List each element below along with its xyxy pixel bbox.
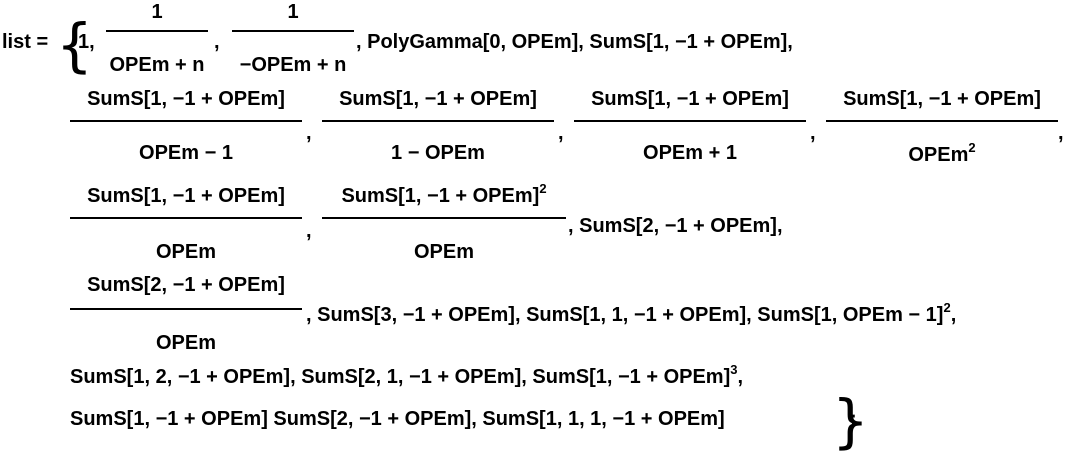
denominator-base: OPEm <box>908 144 969 166</box>
comma: , <box>558 122 564 144</box>
denominator: OPEm <box>155 241 217 263</box>
exponent: 2 <box>943 300 951 315</box>
row3-tail: , SumS[2, −1 + OPEm], <box>568 215 783 237</box>
comma: , <box>810 122 816 144</box>
numerator: SumS[1, −1 + OPEm] <box>591 88 789 110</box>
fraction-sums-over-opem: SumS[1, −1 + OPEm] OPEm <box>70 183 302 264</box>
numerator: 1 <box>287 1 299 23</box>
denominator: −OPEm + n <box>239 54 347 76</box>
fraction-sums-over-opem-plus-1: SumS[1, −1 + OPEm] OPEm + 1 <box>574 86 806 165</box>
row4-tail-main: , SumS[3, −1 + OPEm], SumS[1, 1, −1 + OP… <box>306 304 944 326</box>
fraction-bar <box>70 120 302 122</box>
denominator: OPEm + n <box>109 54 205 76</box>
fraction-sums-over-opem-minus-1: SumS[1, −1 + OPEm] OPEm − 1 <box>70 86 302 165</box>
denominator: OPEm + 1 <box>643 142 737 164</box>
fraction-bar <box>106 30 208 32</box>
row4-tail: , SumS[3, −1 + OPEm], SumS[1, 1, −1 + OP… <box>306 300 957 327</box>
denominator: OPEm − 1 <box>139 142 233 164</box>
fraction-sums-over-opem-squared: SumS[1, −1 + OPEm] OPEm2 <box>826 86 1058 167</box>
fraction-bar <box>232 30 354 32</box>
comma: , <box>950 304 957 326</box>
row1-tail: , PolyGamma[0, OPEm], SumS[1, −1 + OPEm]… <box>356 31 793 53</box>
row6: SumS[1, −1 + OPEm] SumS[2, −1 + OPEm], S… <box>70 408 725 430</box>
numerator: SumS[1, −1 + OPEm] <box>87 185 285 207</box>
denominator: OPEm2 <box>826 140 1058 167</box>
fraction-bar <box>322 217 566 219</box>
numerator: SumS[1, −1 + OPEm]2 <box>322 181 566 217</box>
numerator-base: SumS[1, −1 + OPEm] <box>341 185 540 207</box>
close-brace: } <box>832 387 869 455</box>
fraction-bar <box>322 120 554 122</box>
exponent: 3 <box>730 362 738 377</box>
exponent: 2 <box>539 181 547 196</box>
denominator: 1 − OPEm <box>391 142 485 164</box>
fraction-sums-squared-over-opem: SumS[1, −1 + OPEm]2 OPEm <box>322 181 566 264</box>
fraction-1-over-opem-plus-n: 1 OPEm + n <box>106 0 208 77</box>
numerator: SumS[1, −1 + OPEm] <box>843 88 1041 110</box>
fraction-1-over-neg-opem-plus-n: 1 −OPEm + n <box>232 0 354 77</box>
semicolon: ; <box>850 408 857 430</box>
fraction-sums-over-1-minus-opem: SumS[1, −1 + OPEm] 1 − OPEm <box>322 86 554 165</box>
open-brace: { <box>56 11 93 79</box>
comma: , <box>306 220 312 242</box>
numerator: SumS[1, −1 + OPEm] <box>339 88 537 110</box>
denominator: OPEm <box>413 241 475 263</box>
list-assignment: list = <box>2 31 49 53</box>
comma: , <box>1058 122 1064 144</box>
fraction-bar <box>70 308 302 310</box>
comma: , <box>214 31 220 53</box>
fraction-bar <box>826 120 1058 122</box>
numerator: SumS[2, −1 + OPEm] <box>87 274 285 296</box>
numerator: 1 <box>151 1 163 23</box>
row5-main: SumS[1, 2, −1 + OPEm], SumS[2, 1, −1 + O… <box>70 366 731 388</box>
element-one: 1, <box>78 31 95 53</box>
fraction-bar <box>70 217 302 219</box>
row5: SumS[1, 2, −1 + OPEm], SumS[2, 1, −1 + O… <box>70 362 744 389</box>
numerator: SumS[1, −1 + OPEm] <box>87 88 285 110</box>
exponent: 2 <box>968 140 976 155</box>
fraction-sums2-over-opem: SumS[2, −1 + OPEm] OPEm <box>70 272 302 355</box>
fraction-bar <box>574 120 806 122</box>
comma: , <box>306 122 312 144</box>
denominator: OPEm <box>155 332 217 354</box>
comma: , <box>737 366 744 388</box>
